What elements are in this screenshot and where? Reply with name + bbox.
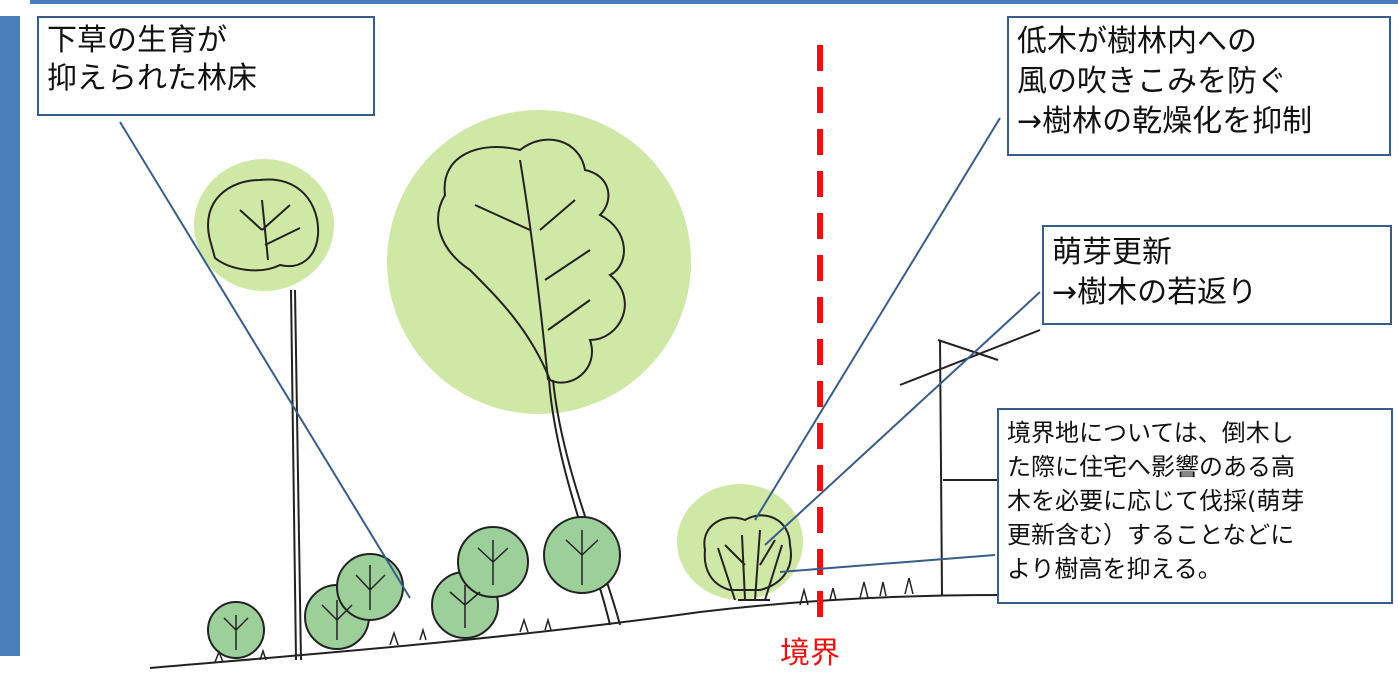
leader-lines bbox=[119, 117, 1041, 599]
shrubs bbox=[207, 516, 621, 659]
leader-coppice bbox=[764, 291, 1041, 546]
callout-boundary-note: 境界地については、倒木し た際に住宅へ影響のある高 木を必要に応じて伐採(萌芽 … bbox=[997, 408, 1393, 604]
tree-large-center bbox=[437, 138, 626, 626]
grass-tufts bbox=[214, 577, 914, 663]
callout-coppice: 萌芽更新 →樹木の若返り bbox=[1042, 225, 1392, 325]
boundary-label: 境界 bbox=[780, 636, 840, 671]
ground-line bbox=[149, 594, 1001, 669]
leader-boundary-note bbox=[779, 554, 996, 573]
callout-forest-floor: 下草の生育が 抑えられた林床 bbox=[37, 16, 375, 116]
leader-forest-floor bbox=[119, 121, 411, 599]
canopy-large-center bbox=[387, 110, 691, 414]
callout-low-trees: 低木が樹林内への 風の吹きこみを防ぐ →樹林の乾燥化を抑制 bbox=[1007, 16, 1391, 156]
tree-low-boundary bbox=[703, 514, 792, 601]
leader-low-trees bbox=[754, 117, 1001, 521]
canopy-low-tree bbox=[677, 484, 803, 600]
top-rule bbox=[30, 0, 1398, 4]
shrub-branches bbox=[223, 530, 599, 650]
side-bar bbox=[0, 16, 20, 656]
tree-tall-left bbox=[207, 178, 320, 661]
